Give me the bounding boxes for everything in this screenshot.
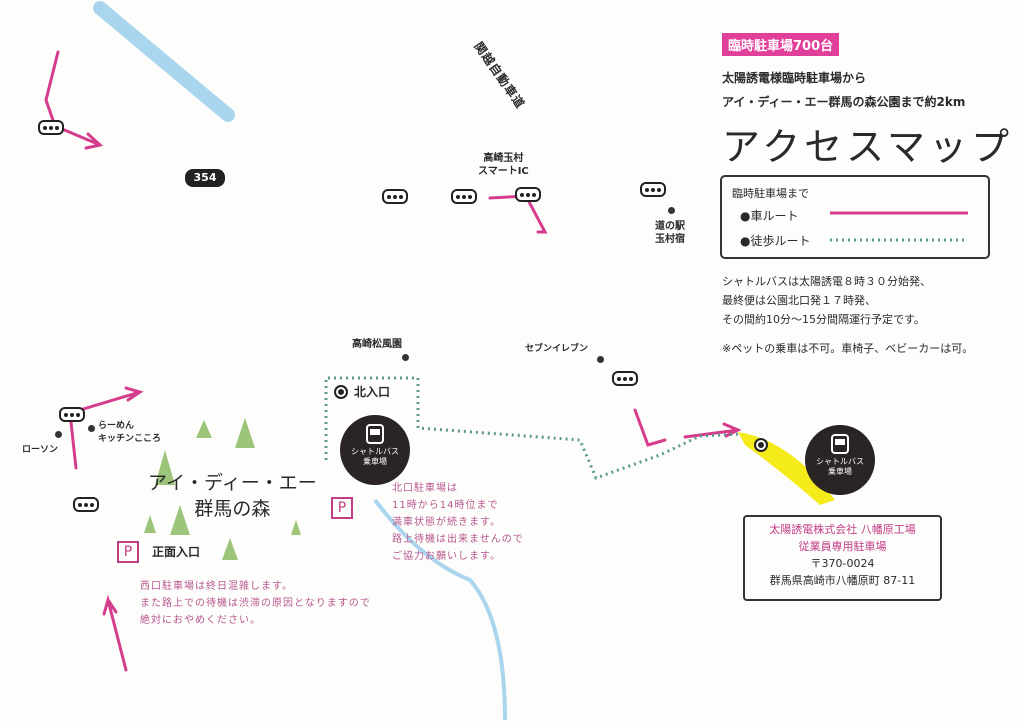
seven-eleven-marker [597,356,604,363]
north-parking-icon: P [331,497,353,519]
factory-marker-icon [754,438,768,452]
michinoeki-label: 道の駅玉村宿 [655,221,685,245]
park-name: アイ・ディー・エー群馬の森 [148,472,317,520]
bus-icon [831,434,849,454]
traffic-signal-icon [382,189,408,204]
ramen-marker [88,425,95,432]
front-entrance-label: 正面入口 [152,545,201,559]
parking-lot-name: 従業員専用駐車場 [798,540,887,553]
traffic-signal-icon [38,120,64,135]
river [93,1,235,122]
lawson-marker [55,431,62,438]
traffic-signal-icon [73,497,99,512]
michinoeki-marker [668,207,675,214]
subtitle: 太陽誘電様臨時駐車場からアイ・ディー・エー群馬の森公園まで約2km [722,71,966,109]
pet-note: ※ペットの乗車は不可。車椅子、ベビーカーは可。 [722,342,974,355]
trees [144,418,301,560]
traffic-signal-icon [59,407,85,422]
parking-capacity-badge: 臨時駐車場700台 [722,33,840,56]
seven-eleven-label: セブンイレブン [525,344,589,354]
lawson-label: ローソン [22,445,59,455]
shofuen-marker [402,354,409,361]
legend-car: ●車ルート [740,209,799,223]
smart-ic-label: 高崎玉村スマートIC [478,153,529,177]
bus-icon [366,424,384,444]
traffic-signal-icon [612,371,638,386]
company-name: 太陽誘電株式会社 八幡原工場 [769,523,916,536]
river [373,498,507,721]
shofuen-label: 高崎松風園 [352,339,402,350]
legend-heading: 臨時駐車場まで [732,187,809,200]
route-legend: 臨時駐車場まで ●車ルート ●徒歩ルート [720,175,990,259]
north-entrance-marker-icon [334,385,348,399]
front-parking-icon: P [117,541,139,563]
traffic-signal-icon [451,189,477,204]
postal-code: 〒370-0024 [810,557,875,570]
legend-walk: ●徒歩ルート [740,234,811,248]
factory-shuttle-stop: シャトルバス乗車場 [805,425,875,495]
north-entrance-label: 北入口 [354,385,391,399]
shuttle-info: シャトルバスは太陽誘電８時３０分始発、最終便は公園北口発１７時発、その間約10分… [722,275,931,326]
north-shuttle-stop: シャトルバス乗車場 [340,415,410,485]
street-address: 群馬県高崎市八幡原町 87-11 [769,574,916,587]
factory-address-box: 太陽誘電株式会社 八幡原工場 従業員専用駐車場 〒370-0024 群馬県高崎市… [743,515,942,601]
traffic-signal-icon [640,182,666,197]
page-title: アクセスマップ [722,125,1013,169]
traffic-signal-icon [515,187,541,202]
ramen-label: らーめんキッチンこころ [98,421,162,444]
route-354-shield: 354 [185,169,225,187]
west-parking-note: 西口駐車場は終日混雑します。また路上での待機は渋滞の原因となりますので絶対におや… [140,581,371,626]
car-route [44,50,742,672]
